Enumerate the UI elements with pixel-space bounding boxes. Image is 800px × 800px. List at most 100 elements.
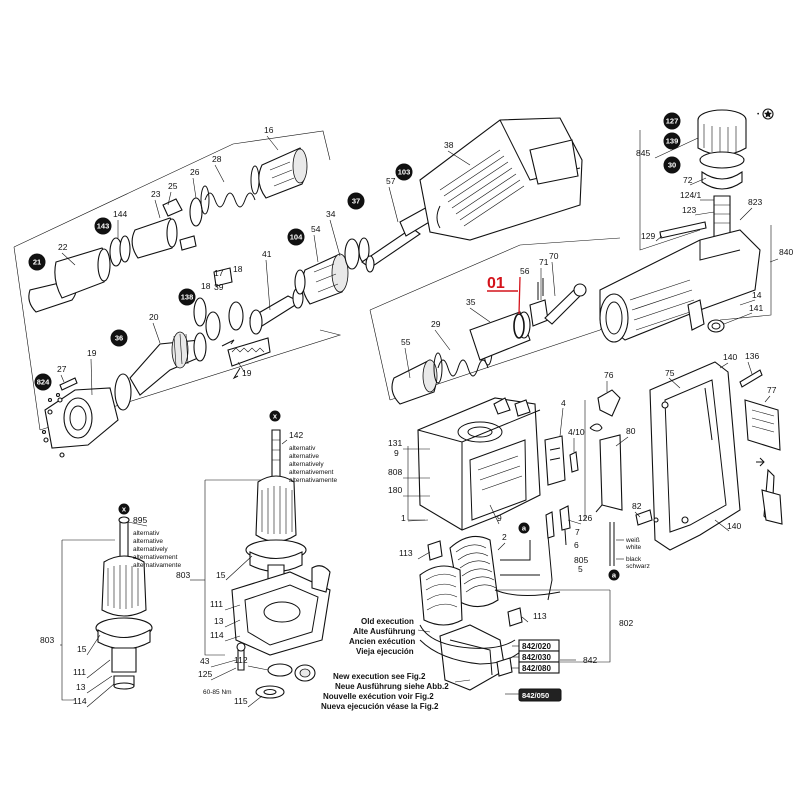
circled-label-text: 138 xyxy=(181,293,194,302)
part-label: 144 xyxy=(113,209,127,219)
part-label: 842 xyxy=(583,655,597,665)
part-label: 808 xyxy=(388,467,402,477)
part-label: 805 xyxy=(574,555,588,565)
kit-boxes: 842/020 842/030 842/080 842/050 xyxy=(505,639,562,702)
circled-label: 36 xyxy=(110,329,128,347)
circled-label: 127 xyxy=(663,112,681,130)
circled-label: 37 xyxy=(347,192,365,210)
circled-label-badge xyxy=(110,329,128,347)
part-label: 4/10 xyxy=(568,427,585,437)
part-label: 35 xyxy=(466,297,476,307)
circled-label-badge xyxy=(663,112,681,130)
circled-label-text: 30 xyxy=(668,161,676,170)
circled-label-text: 36 xyxy=(115,334,123,343)
reference-marker: a xyxy=(518,522,530,534)
circled-label-text: 104 xyxy=(290,233,303,242)
part-label: 125 xyxy=(198,669,212,679)
circled-label: 824 xyxy=(34,373,52,391)
circled-label-text: 127 xyxy=(666,117,679,126)
part-label: 17 xyxy=(214,268,224,278)
dark-box xyxy=(518,688,562,702)
part-label: 126 xyxy=(578,513,592,523)
part-label: 20 xyxy=(149,312,159,322)
leader-lines xyxy=(60,135,779,708)
part-label: 15 xyxy=(216,570,226,580)
svg-text:alternativement: alternativement xyxy=(133,554,178,561)
new-execution-note: New execution see Fig.2 Neue Ausführung … xyxy=(321,672,471,711)
part-label: 9 xyxy=(394,448,399,458)
circled-label-text: 103 xyxy=(398,168,411,177)
part-label: 41 xyxy=(262,249,272,259)
part-label: 75 xyxy=(665,368,675,378)
circled-label-badge xyxy=(287,228,305,246)
part-label: 141 xyxy=(749,303,763,313)
part-label: 77 xyxy=(767,385,777,395)
part-label: 19 xyxy=(242,368,252,378)
armature-alternative xyxy=(231,429,331,699)
reference-marker-dot xyxy=(269,410,281,422)
svg-text:New execution see Fig.2: New execution see Fig.2 xyxy=(333,672,426,681)
drive-assembly xyxy=(28,147,308,313)
part-label: 22 xyxy=(58,242,68,252)
part-label: 9 xyxy=(497,513,502,523)
svg-text:alternative: alternative xyxy=(133,538,163,545)
part-label: 5 xyxy=(578,564,583,574)
part-label: 136 xyxy=(745,351,759,361)
part-label: 25 xyxy=(168,181,178,191)
part-label: 142 xyxy=(289,430,303,440)
part-label: 13 xyxy=(214,616,224,626)
part-label: 180 xyxy=(388,485,402,495)
gear-housing xyxy=(417,397,603,601)
motor-housing xyxy=(595,109,783,566)
part-label: 13 xyxy=(76,682,86,692)
svg-text:842/080: 842/080 xyxy=(522,664,551,673)
svg-text:•: • xyxy=(757,111,760,118)
part-label: 29 xyxy=(431,319,441,329)
part-label: 115 xyxy=(234,696,248,706)
cylinder-assembly xyxy=(361,117,583,273)
circled-label-text: 21 xyxy=(33,258,41,267)
part-label: 56 xyxy=(520,266,530,276)
svg-text:Nouvelle exécution voir Fig.2: Nouvelle exécution voir Fig.2 xyxy=(323,692,434,701)
part-label: 18 xyxy=(201,281,211,291)
part-label: 845 xyxy=(636,148,650,158)
svg-text:schwarz: schwarz xyxy=(626,563,650,570)
svg-text:alternativamente: alternativamente xyxy=(289,477,337,484)
part-label: 111 xyxy=(210,599,223,609)
svg-text:alternativamente: alternativamente xyxy=(133,562,181,569)
circled-label-text: 824 xyxy=(37,378,50,387)
part-label: 72 xyxy=(683,175,693,185)
svg-text:white: white xyxy=(625,544,642,551)
reference-marker: a xyxy=(608,569,620,581)
old-execution-note: Old execution Alte Ausführung Ancien exé… xyxy=(349,617,431,656)
part-label: 38 xyxy=(444,140,454,150)
svg-text:Vieja ejecución: Vieja ejecución xyxy=(356,647,414,656)
circled-label-badge xyxy=(663,132,681,150)
part-label: 802 xyxy=(619,618,633,628)
part-label: 43 xyxy=(200,656,210,666)
part-label: 124/1 xyxy=(680,190,702,200)
svg-text:weiß: weiß xyxy=(625,537,640,544)
part-label: 6 xyxy=(574,540,579,550)
part-label: 113 xyxy=(533,611,547,621)
part-label: 140 xyxy=(727,521,741,531)
wire-color-note: weiß white black schwarz xyxy=(616,537,650,570)
circled-label-badge xyxy=(663,156,681,174)
part-label: 23 xyxy=(151,189,161,199)
part-label: 27 xyxy=(57,364,67,374)
part-label: 7 xyxy=(575,527,580,537)
part-label: 1 xyxy=(401,513,406,523)
part-label: 70 xyxy=(549,251,559,261)
svg-text:Old execution: Old execution xyxy=(361,617,414,626)
striker-assembly xyxy=(391,278,587,405)
circled-label: 30 xyxy=(663,156,681,174)
svg-text:black: black xyxy=(626,556,642,563)
circled-label: 103 xyxy=(395,163,413,181)
circled-label: 143 xyxy=(94,217,112,235)
part-label: 4 xyxy=(561,398,566,408)
circled-label-badge xyxy=(395,163,413,181)
circled-label-badge xyxy=(28,253,46,271)
